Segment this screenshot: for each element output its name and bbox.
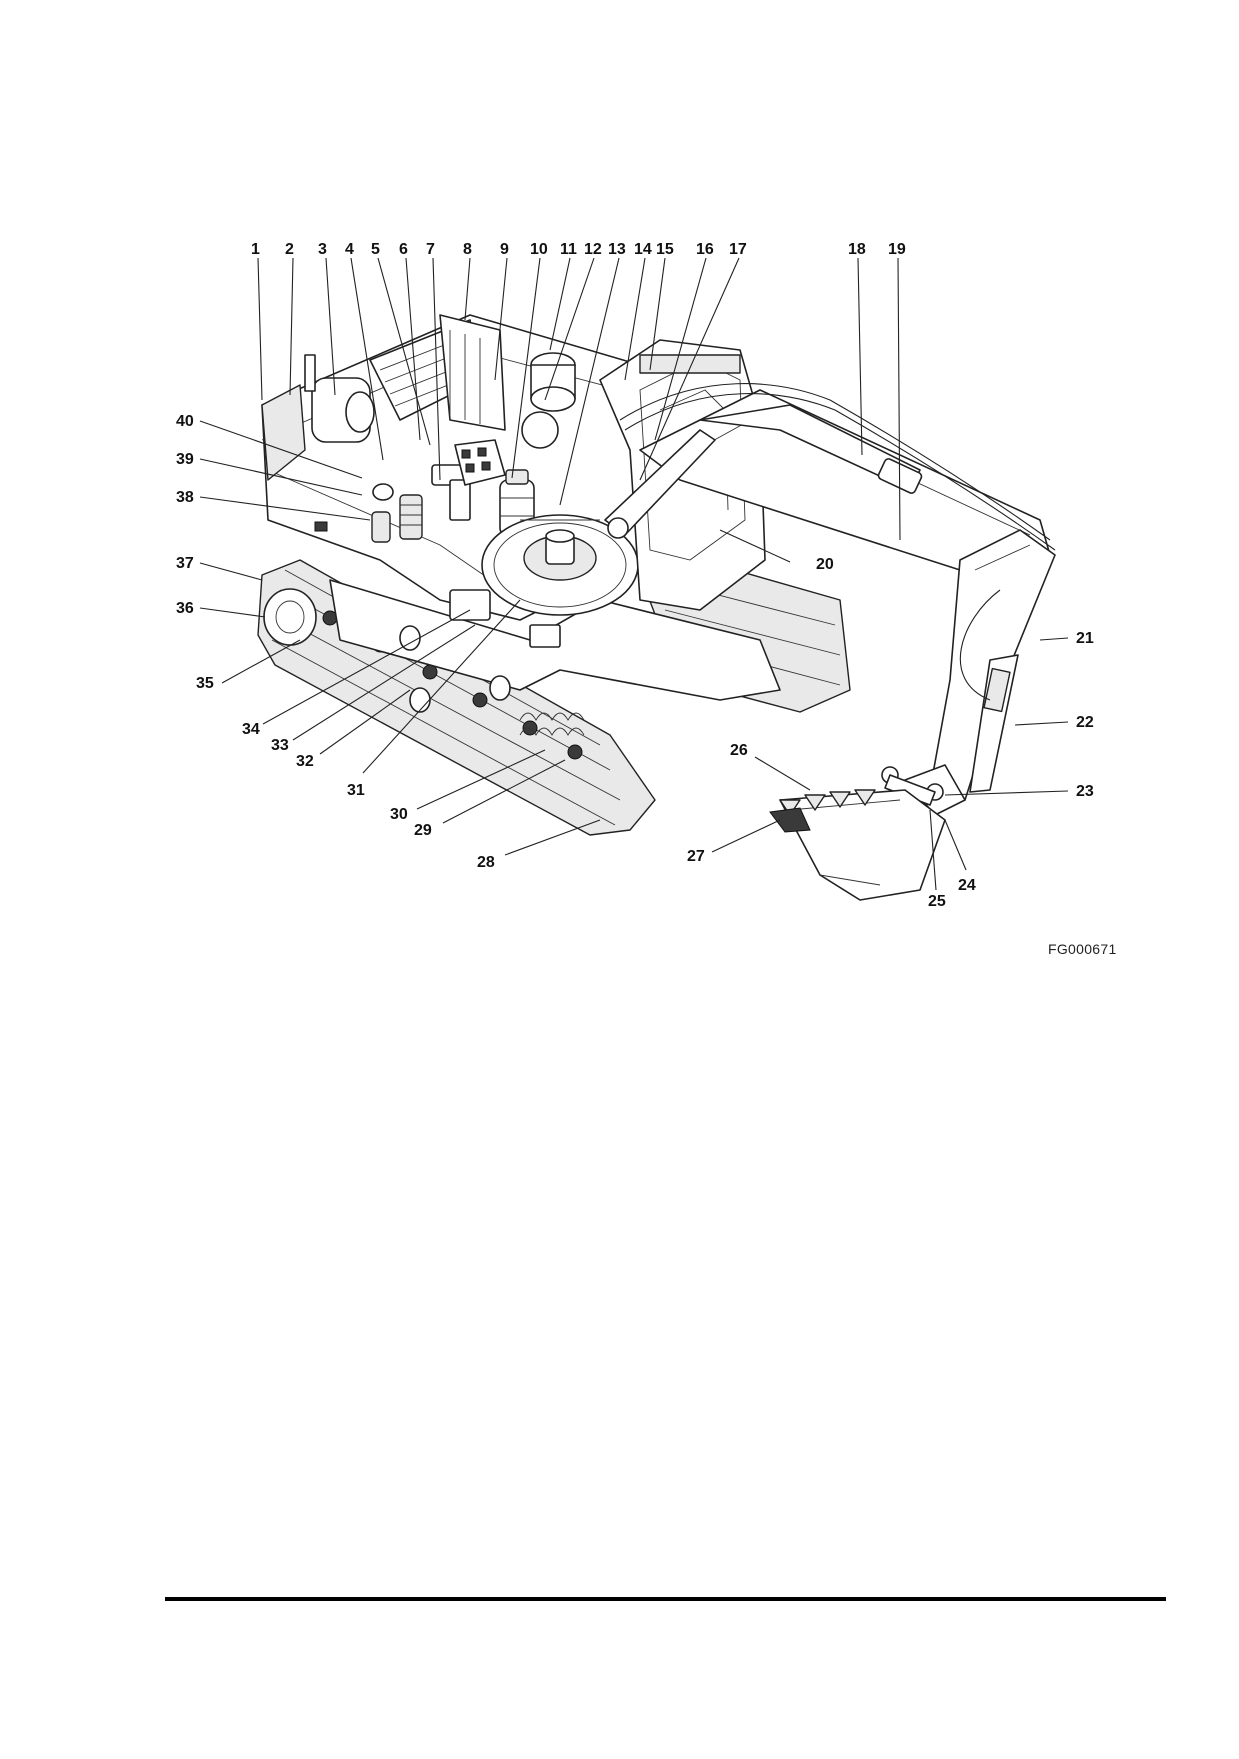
callout-22: 22 [1076, 714, 1094, 731]
callout-numbers: 1 2 3 4 5 6 7 8 9 10 11 12 13 14 15 16 1… [176, 241, 1094, 910]
callout-7: 7 [426, 241, 435, 258]
track-spring [519, 712, 585, 736]
callout-15: 15 [656, 241, 674, 258]
callout-26: 26 [730, 742, 748, 759]
boom [604, 389, 1051, 591]
callout-1: 1 [251, 241, 260, 258]
callout-23: 23 [1076, 783, 1094, 800]
access-step [449, 589, 491, 621]
figure-id: FG000671 [1048, 941, 1117, 957]
callout-32: 32 [296, 753, 314, 770]
footer-rule [165, 1597, 1166, 1601]
callout-39: 39 [176, 451, 194, 468]
callout-34: 34 [242, 721, 260, 738]
callout-21: 21 [1076, 630, 1094, 647]
callout-3: 3 [318, 241, 327, 258]
callout-19: 19 [888, 241, 906, 258]
callout-14: 14 [634, 241, 652, 258]
callout-27: 27 [687, 848, 705, 865]
callout-11: 11 [560, 241, 577, 258]
light-fixture [314, 521, 328, 532]
callout-28: 28 [477, 854, 495, 871]
bucket [769, 789, 946, 901]
callout-12: 12 [584, 241, 602, 258]
idler [263, 588, 317, 646]
callout-35: 35 [196, 675, 214, 692]
callout-33: 33 [271, 737, 289, 754]
carrier-rollers [399, 625, 511, 713]
callout-30: 30 [390, 806, 408, 823]
bucket-linkage [881, 764, 966, 816]
callout-8: 8 [463, 241, 472, 258]
callout-20: 20 [816, 556, 834, 573]
callout-6: 6 [399, 241, 408, 258]
callout-25: 25 [928, 893, 946, 910]
callout-5: 5 [371, 241, 380, 258]
callout-4: 4 [345, 241, 354, 258]
control-valve [454, 439, 506, 486]
filters [371, 464, 471, 543]
callout-10: 10 [530, 241, 548, 258]
engine-area [304, 314, 506, 443]
callout-13: 13 [608, 241, 626, 258]
counterweight [261, 384, 306, 481]
callout-36: 36 [176, 600, 194, 617]
arm [929, 529, 1056, 801]
callout-18: 18 [848, 241, 866, 258]
callout-38: 38 [176, 489, 194, 506]
callout-2: 2 [285, 241, 294, 258]
callout-31: 31 [347, 782, 365, 799]
callout-24: 24 [958, 877, 976, 894]
callout-17: 17 [729, 241, 747, 258]
leader-lines [199, 257, 1069, 891]
callout-37: 37 [176, 555, 194, 572]
callout-40: 40 [176, 413, 194, 430]
air-cleaner [521, 352, 576, 449]
callout-16: 16 [696, 241, 714, 258]
callout-9: 9 [500, 241, 509, 258]
step-plate [529, 624, 561, 648]
callout-29: 29 [414, 822, 432, 839]
